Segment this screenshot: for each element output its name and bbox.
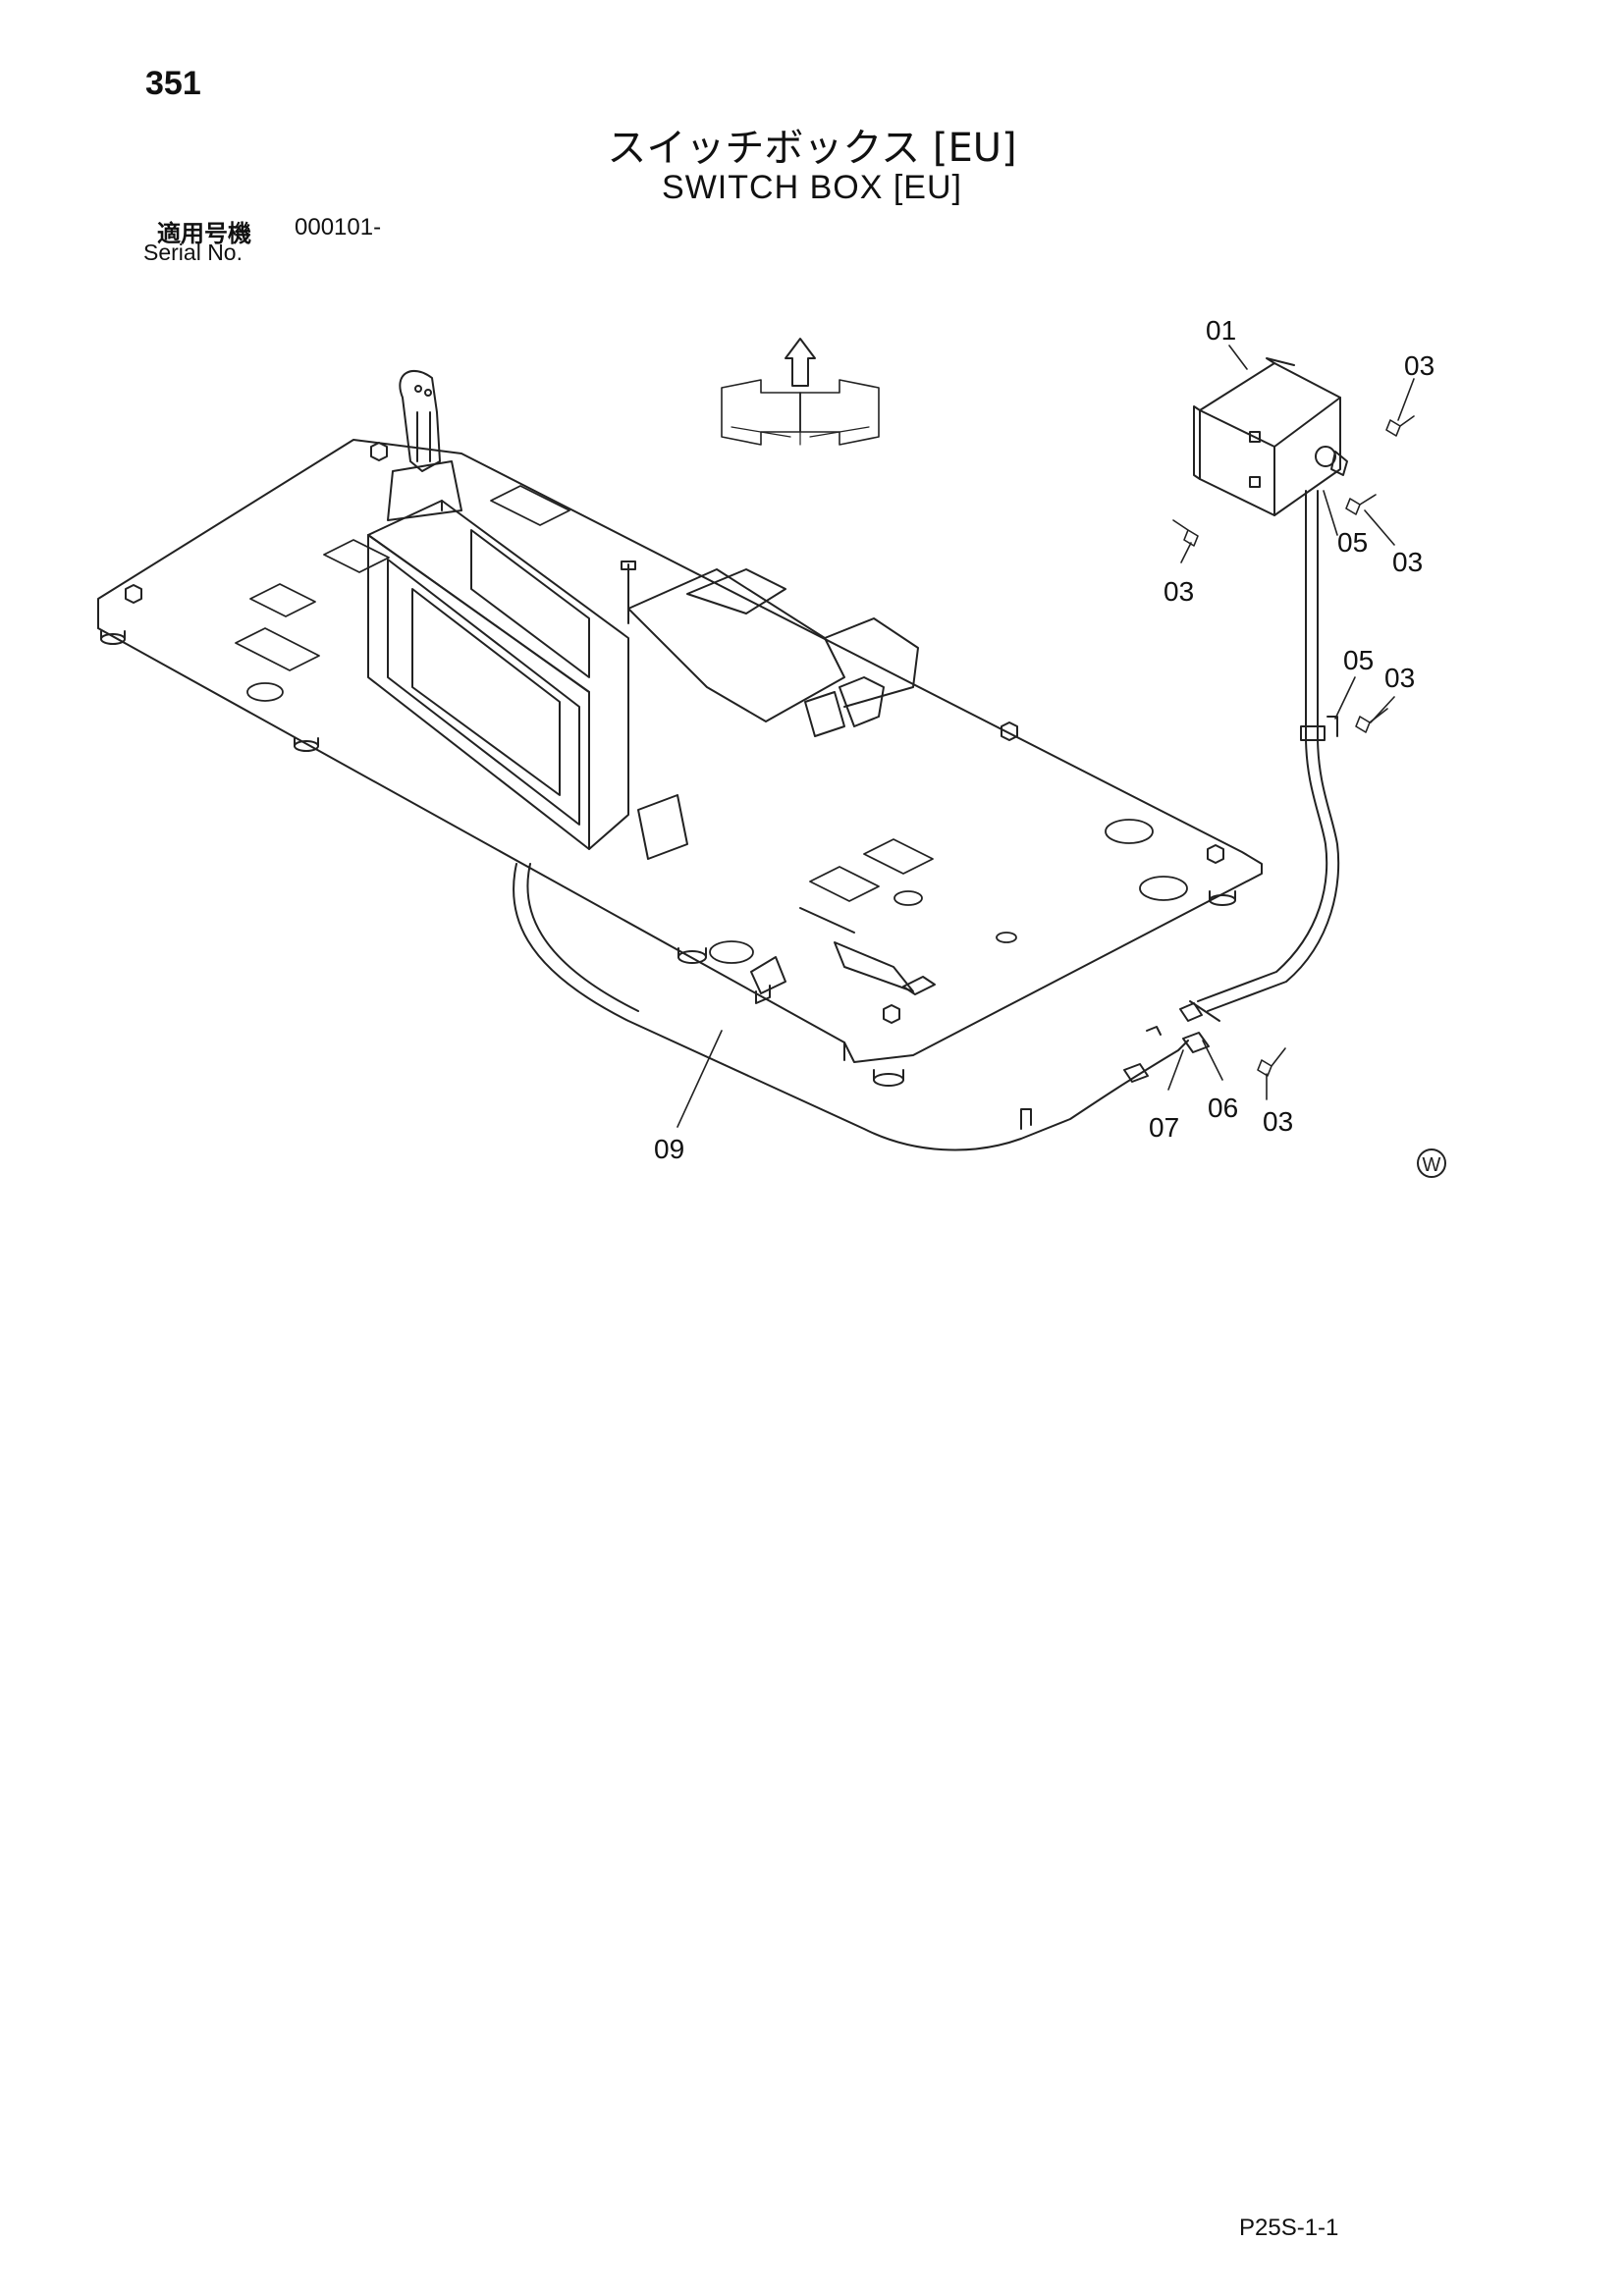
callout-03: 03 <box>1404 350 1435 381</box>
callout-07: 07 <box>1149 1112 1179 1143</box>
mount-feet <box>100 630 1236 1087</box>
floor-plate-edge <box>97 600 845 1061</box>
serial-label-english: Serial No. <box>143 240 243 265</box>
harness-09 <box>513 863 1189 1151</box>
callout-labels: 01 03 05 03 03 05 03 07 06 03 09 <box>654 315 1435 1164</box>
spec-mark-label: W <box>1423 1154 1441 1176</box>
front-direction-marker <box>721 338 880 446</box>
callout-03: 03 <box>1384 663 1415 693</box>
connector-group <box>1020 1000 1220 1130</box>
bolts-03 <box>1172 415 1415 1077</box>
plate-nuts <box>125 442 1224 1024</box>
callout-03: 03 <box>1164 576 1194 607</box>
serial-number-value: 000101- <box>295 214 382 240</box>
serial-label-japanese: 適用号機 <box>157 220 251 247</box>
floor-plate <box>97 439 1263 1063</box>
callout-03: 03 <box>1392 547 1423 577</box>
callout-05: 05 <box>1343 645 1374 675</box>
rear-bracket <box>627 568 919 860</box>
callout-09: 09 <box>654 1134 684 1164</box>
page-title-japanese: スイッチボックス [EU] <box>607 126 1017 171</box>
figure-code: P25S-1-1 <box>1239 2215 1339 2241</box>
plate-holes <box>235 485 1188 964</box>
callout-03: 03 <box>1263 1106 1293 1137</box>
callout-06: 06 <box>1208 1093 1238 1123</box>
leader-lines <box>677 345 1415 1128</box>
page-number: 351 <box>145 65 201 102</box>
floor-clamps <box>750 907 936 1004</box>
callout-05: 05 <box>1337 527 1368 558</box>
callout-01: 01 <box>1206 315 1236 346</box>
switch-cable <box>1197 490 1340 1012</box>
spec-mark: W <box>1417 1148 1446 1178</box>
switch-box-01 <box>1193 357 1348 516</box>
control-console <box>367 369 636 850</box>
page-title-english: SWITCH BOX [EU] <box>662 169 962 206</box>
